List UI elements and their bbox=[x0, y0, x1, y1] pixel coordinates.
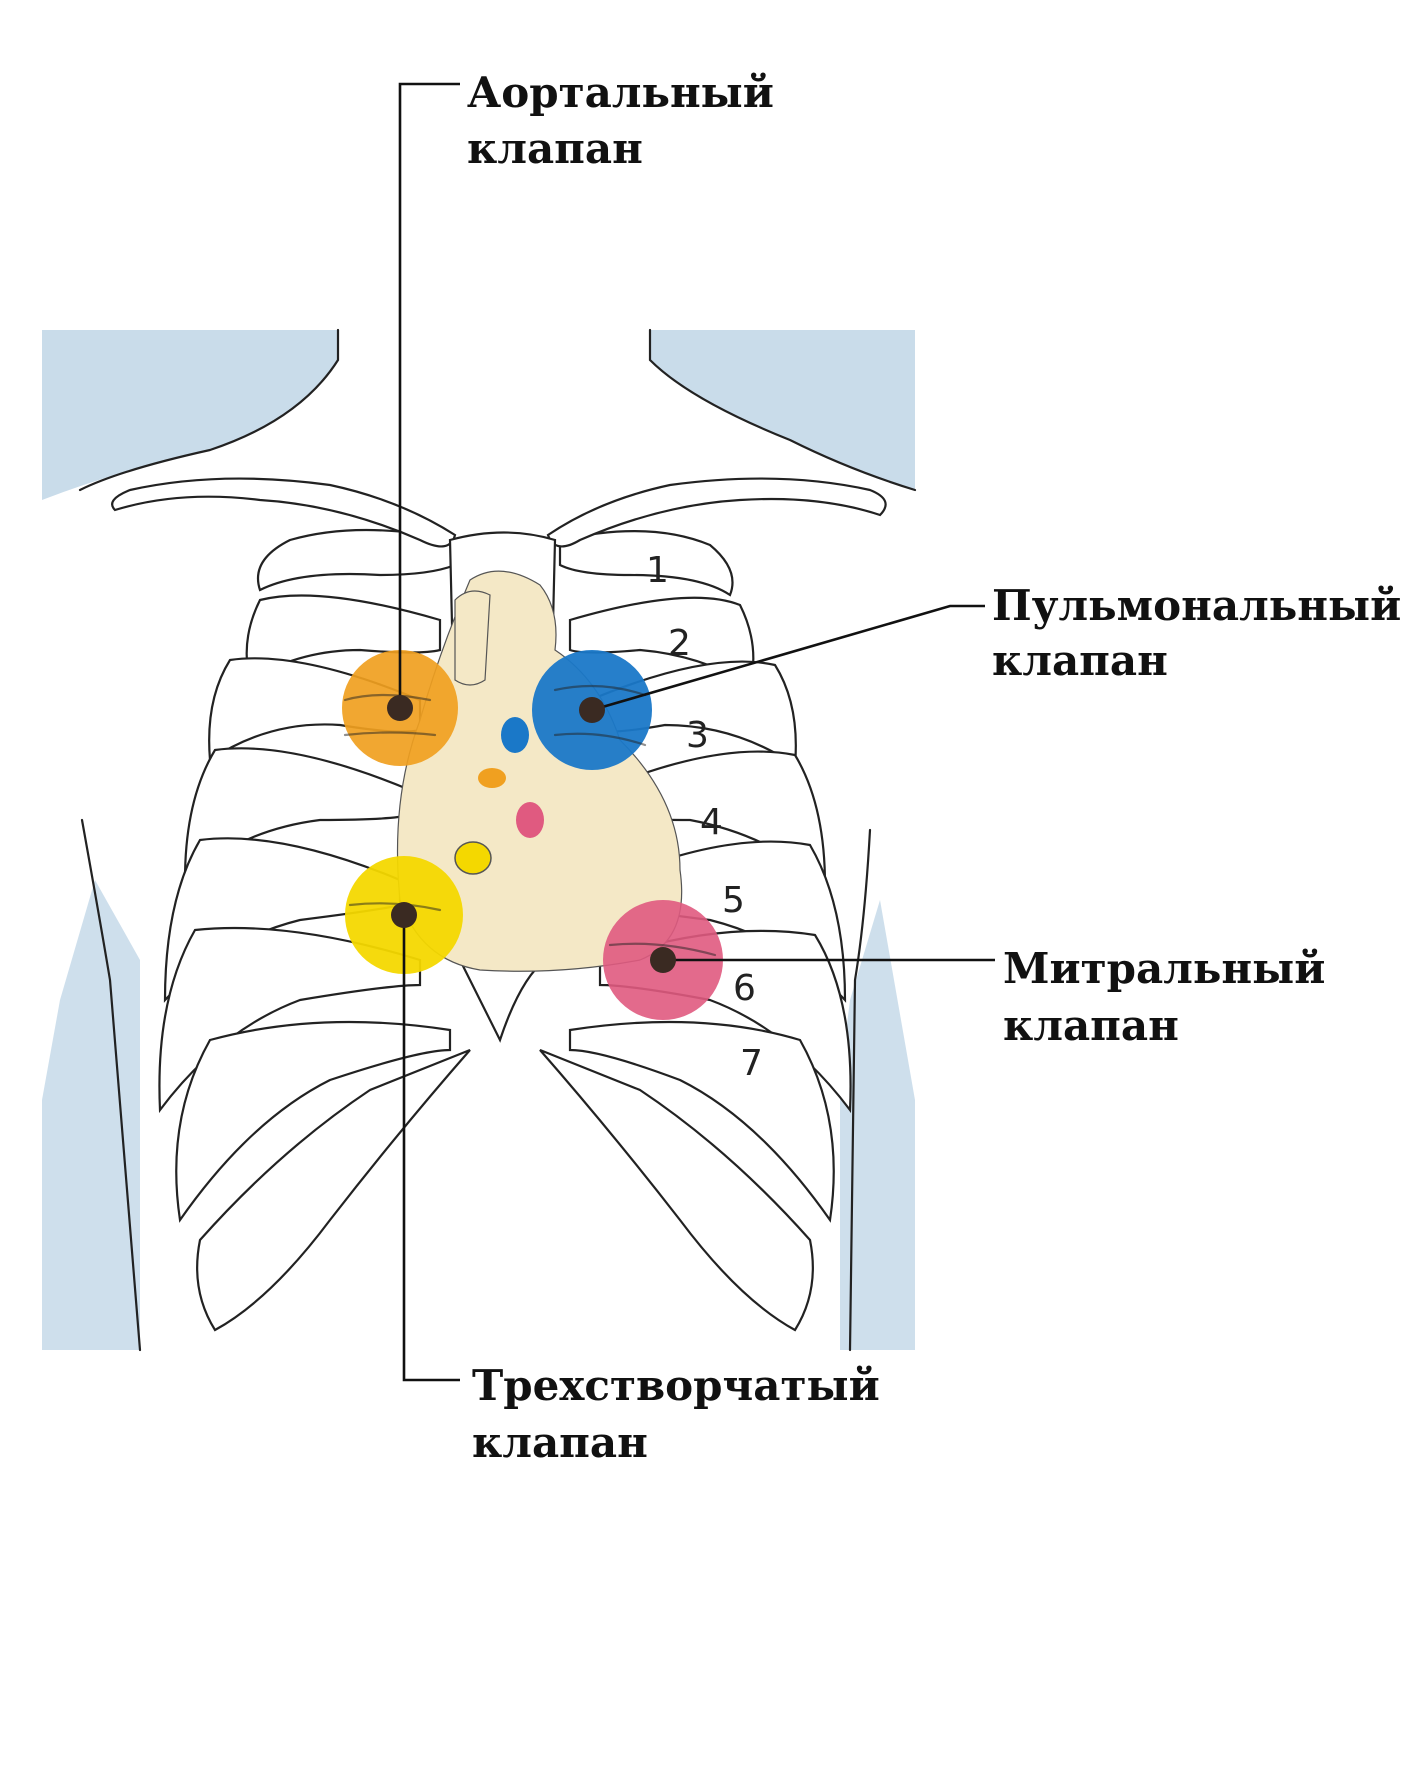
pulmonary-marker bbox=[579, 697, 605, 723]
rib-number-3: 3 bbox=[686, 715, 709, 756]
pulmonary-label-line2: клапан bbox=[992, 636, 1168, 685]
mitral-marker bbox=[650, 947, 676, 973]
tricuspid-leader bbox=[402, 915, 460, 1382]
tricuspid-label-line1: Трехстворчатый bbox=[472, 1361, 880, 1410]
pulmonary-valve-icon bbox=[501, 717, 529, 753]
valve-labels: Аортальный клапан Пульмональный клапан М… bbox=[467, 68, 1401, 1467]
pulmonary-leader bbox=[591, 604, 985, 712]
aortic-marker bbox=[387, 695, 413, 721]
mitral-label-line1: Митральный bbox=[1003, 944, 1325, 993]
tricuspid-marker bbox=[391, 902, 417, 928]
rib-number-4: 4 bbox=[700, 802, 723, 843]
aortic-leader bbox=[398, 82, 460, 708]
mitral-label-line2: клапан bbox=[1003, 1001, 1179, 1050]
rib-numbers: 1 2 3 4 5 6 7 bbox=[646, 550, 763, 1084]
tricuspid-label-line2: клапан bbox=[472, 1418, 648, 1467]
aortic-valve-icon bbox=[478, 768, 506, 788]
rib-number-2: 2 bbox=[668, 623, 691, 664]
rib-number-1: 1 bbox=[646, 550, 669, 591]
mitral-valve-icon bbox=[516, 802, 544, 838]
rib-overlay-lines bbox=[343, 684, 717, 957]
rib-number-6: 6 bbox=[733, 968, 756, 1009]
tricuspid-valve-icon bbox=[454, 841, 492, 875]
leader-lines bbox=[398, 82, 995, 1382]
pulmonary-label-line1: Пульмональный bbox=[992, 581, 1401, 630]
clavicles bbox=[111, 477, 887, 548]
aortic-label-line2: клапан bbox=[467, 124, 643, 173]
rib-number-7: 7 bbox=[740, 1043, 763, 1084]
torso-shading bbox=[42, 328, 917, 1352]
ribs-left bbox=[158, 528, 471, 1332]
marker-dots bbox=[387, 695, 676, 973]
rib-number-5: 5 bbox=[722, 880, 745, 921]
valve-icons bbox=[454, 717, 544, 875]
aortic-label-line1: Аортальный bbox=[467, 68, 774, 117]
